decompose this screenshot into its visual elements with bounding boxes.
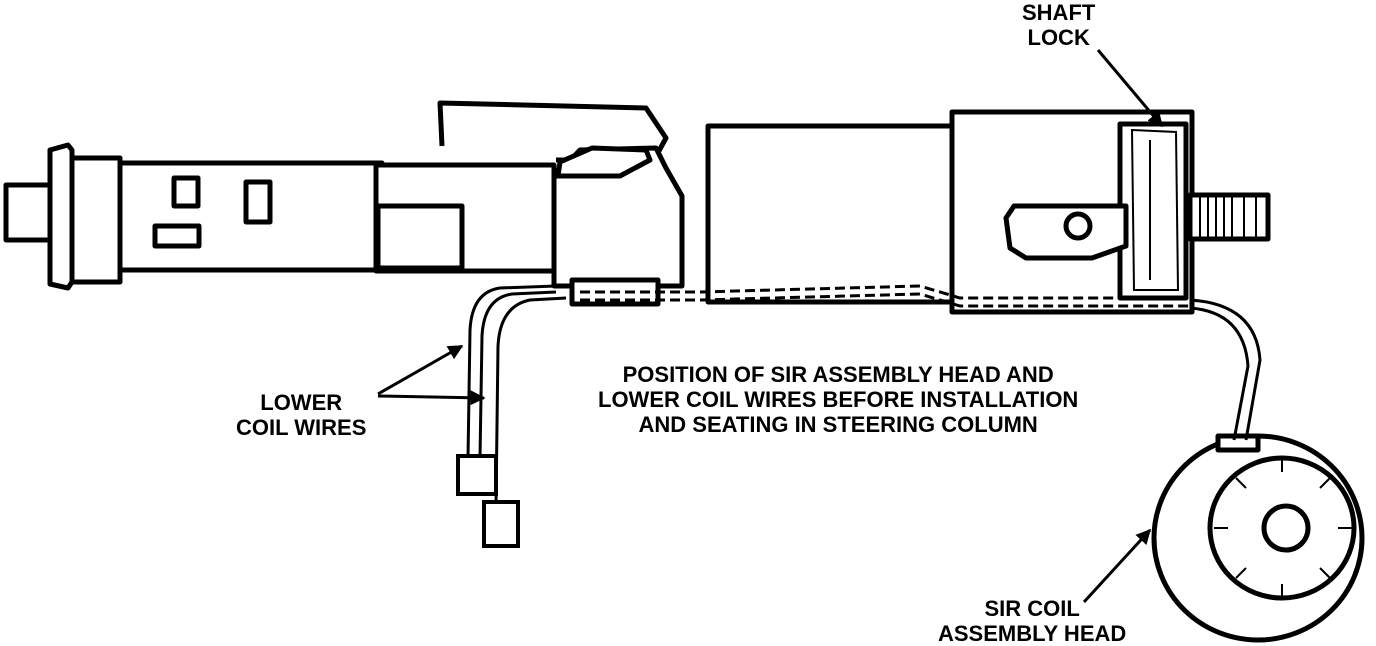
sir-coil-wire-1	[1189, 298, 1262, 441]
coil-wire-path-1	[580, 284, 1190, 300]
shaft-lock-leader	[1096, 49, 1164, 128]
jacket-slot-3	[152, 223, 202, 249]
lower-coil-wire-1	[466, 284, 557, 459]
diagram-caption: POSITION OF SIR ASSEMBLY HEAD AND LOWER …	[598, 362, 1079, 437]
coil-wire-path-2	[580, 292, 1190, 308]
column-flange-inner	[69, 155, 123, 285]
switch-cap	[555, 145, 653, 179]
lower-coil-wire-2	[478, 290, 557, 459]
sir-coil-tab	[1215, 433, 1261, 453]
lower-coil-connector-2	[482, 500, 520, 548]
lower-coil-leader-1	[377, 344, 464, 396]
lock-pivot	[1063, 211, 1093, 241]
jacket-slot-2	[243, 179, 273, 225]
lower-coil-leader-2	[377, 390, 486, 406]
lower-coil-wires-label: LOWER COIL WIRES	[236, 390, 367, 440]
jacket-slot-1	[171, 175, 201, 209]
sir-coil-hub	[1261, 503, 1311, 553]
sir-coil-head-label: SIR COIL ASSEMBLY HEAD	[938, 596, 1127, 646]
column-jacket-upper	[705, 123, 961, 305]
sir-coil-leader	[1082, 528, 1152, 604]
column-flange	[47, 142, 75, 291]
lower-coil-wire-3	[494, 296, 567, 505]
jacket-window	[375, 203, 465, 271]
shaft-lock-label: SHAFT LOCK	[1022, 0, 1096, 50]
lower-coil-connector-1	[456, 454, 498, 496]
sir-coil-wire-2	[1189, 306, 1250, 441]
